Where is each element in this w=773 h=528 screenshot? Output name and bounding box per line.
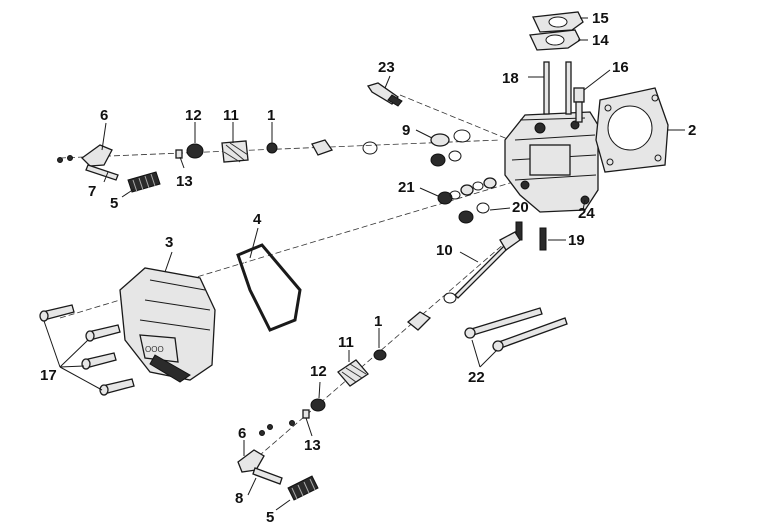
callout-17: 17 xyxy=(40,367,57,384)
head-gasket xyxy=(595,87,669,173)
callout-3: 3 xyxy=(165,234,173,251)
studs-18 xyxy=(543,61,572,115)
callout-labels: 6 12 11 1 13 7 5 23 9 18 15 14 16 2 24 2… xyxy=(40,10,696,526)
callout-11-bottom: 11 xyxy=(338,334,354,351)
callout-11-top: 11 xyxy=(223,107,239,124)
leader-lines xyxy=(43,17,685,511)
callout-2: 2 xyxy=(688,122,696,139)
long-bolts-22 xyxy=(464,307,568,352)
callout-4: 4 xyxy=(253,211,262,228)
intake-gasket-14 xyxy=(529,29,581,51)
callout-13-top: 13 xyxy=(176,173,193,190)
callout-10: 10 xyxy=(436,242,453,259)
callout-8: 8 xyxy=(235,490,243,507)
callout-12-top: 12 xyxy=(185,107,202,124)
spring-5-bottom xyxy=(287,475,319,501)
upper-valve-train xyxy=(57,129,471,193)
temp-sensor-16 xyxy=(573,87,585,123)
callout-7: 7 xyxy=(88,183,96,200)
valve-10 xyxy=(373,231,521,361)
callout-16: 16 xyxy=(612,59,629,76)
callout-6-top: 6 xyxy=(100,107,108,124)
callout-1-top: 1 xyxy=(267,107,275,124)
cylinder-head xyxy=(504,111,599,213)
callout-18: 18 xyxy=(502,70,519,87)
callout-24: 24 xyxy=(578,205,595,222)
callout-23: 23 xyxy=(378,59,395,76)
lower-valve-train xyxy=(237,359,369,501)
callout-9: 9 xyxy=(402,122,410,139)
callout-6-bottom: 6 xyxy=(238,425,246,442)
callout-14: 14 xyxy=(592,32,609,49)
callout-19: 19 xyxy=(568,232,585,249)
dowel-pins-19 xyxy=(515,221,547,251)
callout-22: 22 xyxy=(468,369,485,386)
valve-cover-3: OOO xyxy=(119,267,216,383)
callout-21: 21 xyxy=(398,179,415,196)
svg-text:OOO: OOO xyxy=(145,345,164,354)
cover-gasket-4 xyxy=(236,243,302,332)
spark-plug-23 xyxy=(366,82,403,107)
callout-15: 15 xyxy=(592,10,609,27)
callout-20: 20 xyxy=(512,199,529,216)
callout-12-bottom: 12 xyxy=(310,363,327,380)
intake-gasket-15 xyxy=(532,11,584,33)
spring-5-top xyxy=(127,171,161,193)
nuts-and-washers xyxy=(437,177,497,224)
valve-spring-11-top xyxy=(221,140,249,163)
callout-1-bottom: 1 xyxy=(374,313,382,330)
callout-5-bottom: 5 xyxy=(266,509,274,526)
callout-13-bottom: 13 xyxy=(304,437,321,454)
valve-spring-11-bottom xyxy=(337,359,369,387)
callout-5-top: 5 xyxy=(110,195,118,212)
